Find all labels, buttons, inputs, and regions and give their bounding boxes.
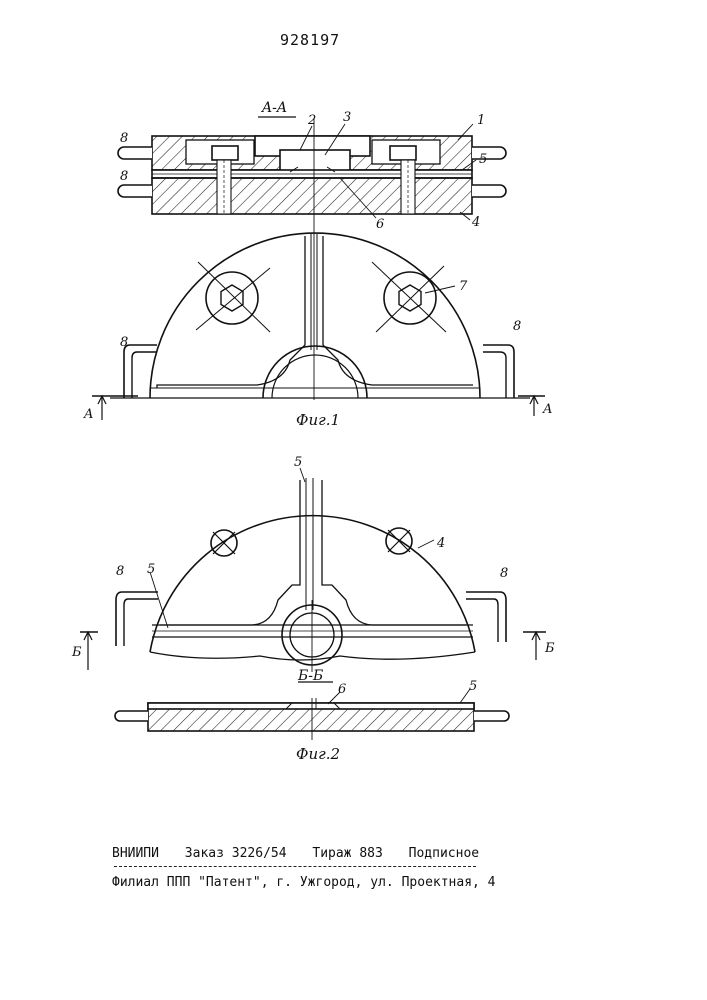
section-bb-label: Б-Б <box>297 668 323 684</box>
imprint-subscription: Подписное <box>409 846 479 861</box>
imprint-divider <box>114 866 476 867</box>
fig2-callout-8-left: 8 <box>116 564 124 579</box>
fig2-callout-8-right: 8 <box>500 566 508 581</box>
callout-2: 2 <box>307 113 316 128</box>
fig1-plan-labels: 7 8 8 A A Фиг.1 <box>83 279 552 429</box>
fig2-caption: Фиг.2 <box>296 745 340 763</box>
callout-8-lower: 8 <box>120 169 128 184</box>
fig1-caption: Фиг.1 <box>296 411 340 429</box>
fig2-callout-4: 4 <box>436 536 445 551</box>
imprint-order: Заказ 3226/54 <box>185 846 287 861</box>
fig2-callout-5-left: 5 <box>147 562 155 577</box>
fig2-callout-5-section: 5 <box>469 679 477 694</box>
imprint-org: ВНИИПИ <box>112 846 159 861</box>
callout-4: 4 <box>471 215 480 230</box>
callout-8-right: 8 <box>513 319 521 334</box>
section-mark-a-right: A <box>542 402 552 417</box>
callout-5: 5 <box>479 152 487 167</box>
patent-number: 928197 <box>280 31 340 49</box>
section-mark-a-left: A <box>83 407 93 422</box>
fig2-callout-6: 6 <box>338 682 346 697</box>
fig2-callout-5-top: 5 <box>294 455 302 470</box>
callout-7: 7 <box>459 279 468 294</box>
section-bb-view <box>115 682 509 740</box>
callout-8-left: 8 <box>120 335 128 350</box>
section-aa-label: A-A <box>260 100 287 116</box>
callout-3: 3 <box>343 110 351 125</box>
fig1-plan-view <box>92 233 545 420</box>
callout-8-upper: 8 <box>120 131 128 146</box>
imprint-address: Филиал ППП "Патент", г. Ужгород, ул. Про… <box>112 875 582 890</box>
callout-1: 1 <box>477 113 485 128</box>
section-mark-b-left: Б <box>71 645 82 660</box>
callout-6: 6 <box>376 217 384 232</box>
section-mark-b-right: Б <box>544 641 555 656</box>
imprint-circulation: Тираж 883 <box>312 846 382 861</box>
imprint-line-1: ВНИИПИ Заказ 3226/54 Тираж 883 Подписное <box>112 846 582 861</box>
